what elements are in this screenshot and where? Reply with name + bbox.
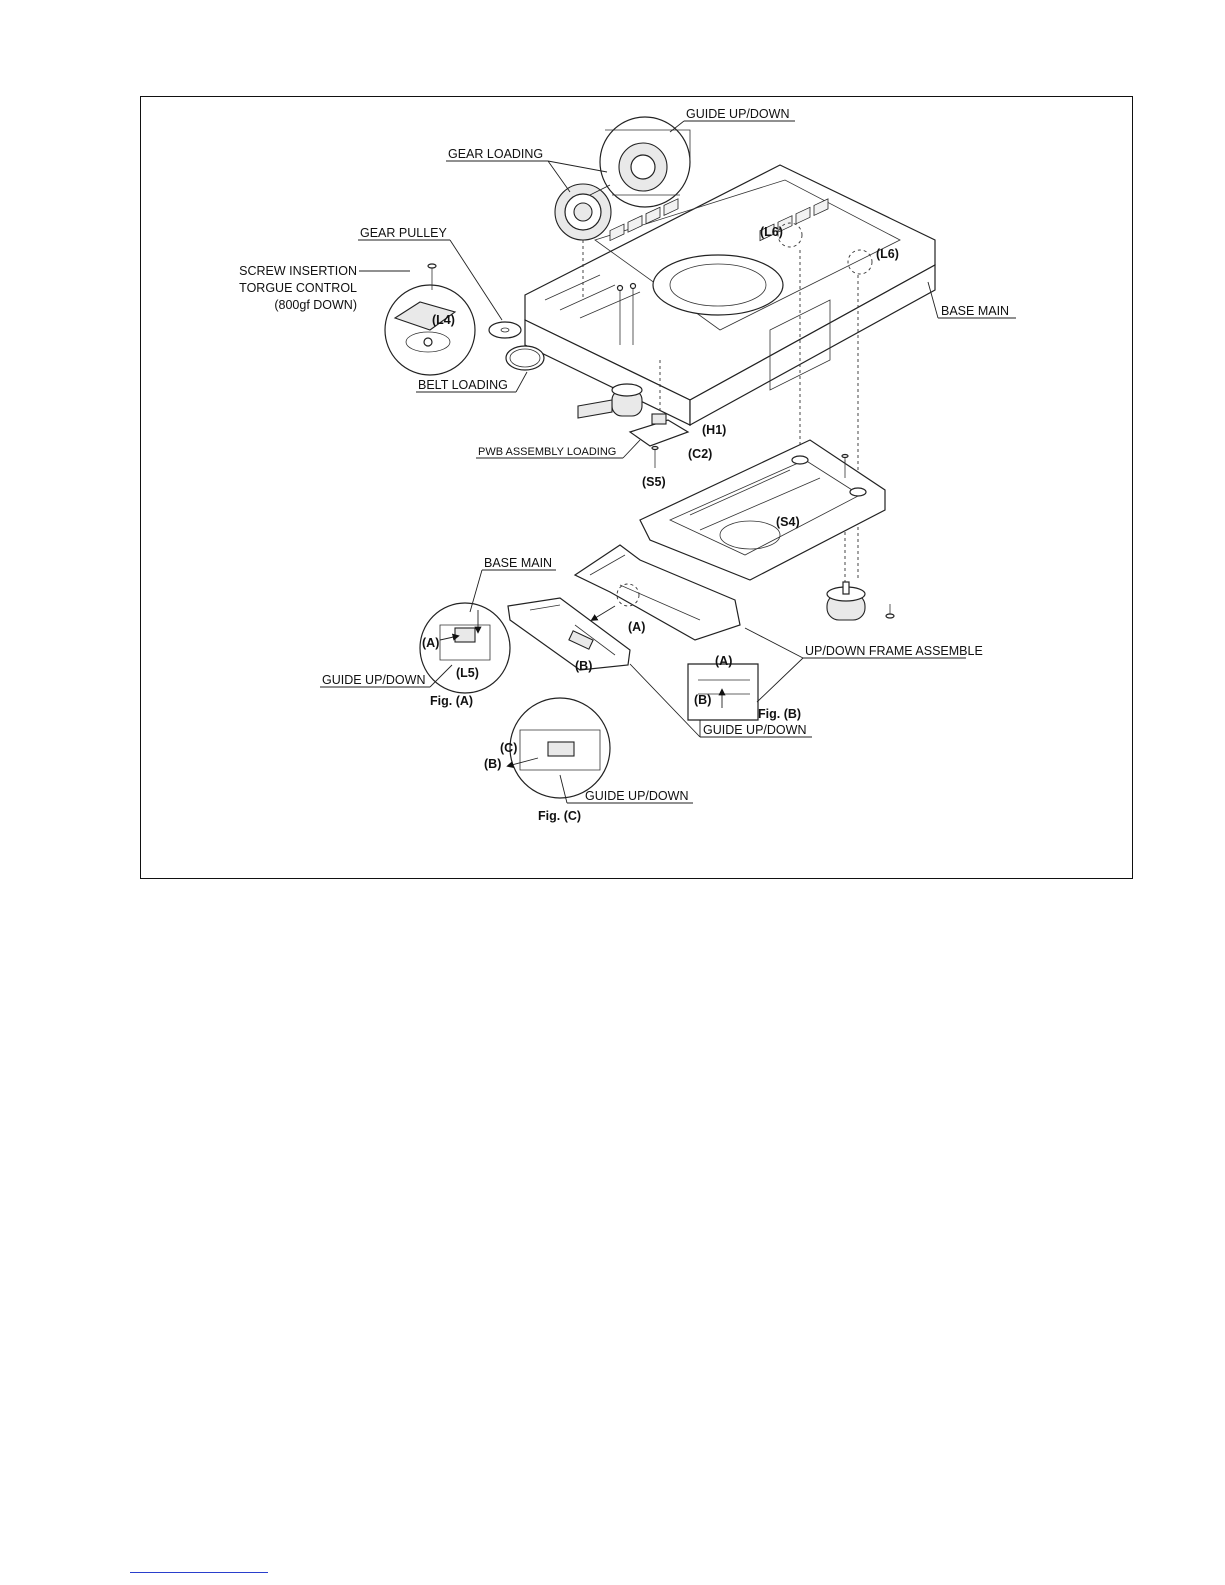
label-b-figb: (B)	[694, 693, 711, 707]
label-fig-a: Fig. (A)	[430, 694, 473, 708]
frame-screw	[886, 604, 894, 618]
loading-motor	[578, 384, 642, 418]
label-screw-line3: (800gf DOWN)	[274, 298, 357, 312]
label-guide-top: GUIDE UP/DOWN	[686, 107, 789, 121]
label-base-main-right: BASE MAIN	[941, 304, 1009, 318]
label-l4: (L4)	[432, 313, 455, 327]
slide-arrow	[592, 606, 615, 620]
up-down-frame-assemble	[640, 440, 885, 580]
fig-b-bubble	[688, 664, 758, 720]
spindle-motor	[827, 582, 865, 620]
label-s5: (S5)	[642, 475, 666, 489]
label-base-main-left: BASE MAIN	[484, 556, 552, 570]
label-guide-left: GUIDE UP/DOWN	[322, 673, 425, 687]
label-gear-loading: GEAR LOADING	[448, 147, 543, 161]
label-pwb: PWB ASSEMBLY LOADING	[478, 446, 616, 458]
belt-loading	[506, 346, 544, 370]
label-fig-c: Fig. (C)	[538, 809, 581, 823]
label-l6-left: (L6)	[760, 225, 783, 239]
label-b-figc: (B)	[484, 757, 501, 771]
label-c-figc: (C)	[500, 741, 517, 755]
label-guide-figc: GUIDE UP/DOWN	[585, 789, 688, 803]
fig-c-bubble	[508, 698, 610, 798]
label-belt-loading: BELT LOADING	[418, 378, 508, 392]
label-screw-line2: TORGUE CONTROL	[239, 281, 357, 295]
s5-screw	[652, 447, 658, 469]
label-fig-b: Fig. (B)	[758, 707, 801, 721]
gear-pulley	[489, 322, 521, 338]
label-a-mid: (A)	[628, 620, 645, 634]
guide-up-down-part	[508, 598, 630, 670]
label-a-left: (A)	[422, 636, 439, 650]
footer-rule	[130, 1572, 268, 1573]
label-b-mid: (B)	[575, 659, 592, 673]
label-guide-figb: GUIDE UP/DOWN	[703, 723, 806, 737]
label-h1: (H1)	[702, 423, 726, 437]
label-up-down-frame: UP/DOWN FRAME ASSEMBLE	[805, 644, 983, 658]
label-l6-right: (L6)	[876, 247, 899, 261]
label-l5: (L5)	[456, 666, 479, 680]
label-screw-line1: SCREW INSERTION	[239, 264, 357, 278]
label-gear-pulley: GEAR PULLEY	[360, 226, 448, 240]
guide-detail-bubble-top	[590, 117, 690, 207]
l4-detail-bubble	[385, 285, 475, 375]
label-a-figb: (A)	[715, 654, 732, 668]
label-c2: (C2)	[688, 447, 712, 461]
label-s4: (S4)	[776, 515, 800, 529]
